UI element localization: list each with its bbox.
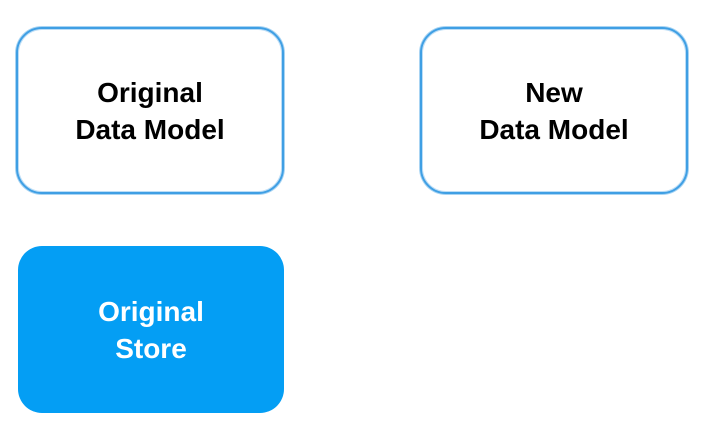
original-data-model-label-line-2: Data Model bbox=[75, 113, 225, 145]
new-data-model-node: New Data Model bbox=[420, 27, 688, 194]
original-store-label-line-1: Original bbox=[98, 295, 204, 327]
new-data-model-label-line-1: New bbox=[525, 76, 583, 108]
original-data-model-label-line-1: Original bbox=[97, 76, 203, 108]
original-data-model-node: Original Data Model bbox=[16, 27, 284, 194]
original-store-node: Original Store bbox=[18, 246, 284, 413]
new-data-model-label-line-2: Data Model bbox=[479, 113, 629, 145]
original-store-label-line-2: Store bbox=[115, 332, 187, 364]
